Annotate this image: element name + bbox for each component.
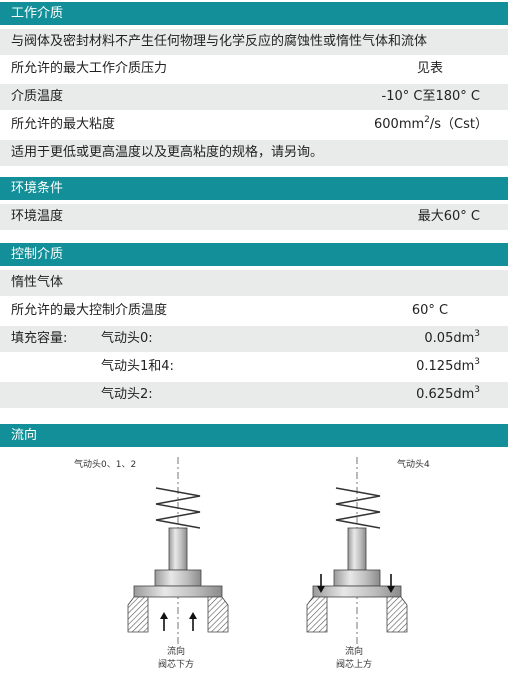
left-up-arrow-icon [189,612,197,631]
right-down-arrow-icon [317,574,325,593]
section-header-control-media: 控制介质 [0,243,508,266]
fill-volume-row-0: 填充容量: 气动头0: 0.05dm3 [0,326,508,352]
left-disc [154,569,202,587]
section-header-environment: 环境条件 [0,177,508,200]
head-name: 气动头2: [101,387,153,402]
fill-volume-row-1: 气动头1和4: 0.125dm3 [0,354,508,380]
right-diagram-caption: 气动头4 [397,460,430,470]
head-fill-value: 0.05dm3 [424,329,480,347]
max-pressure-label: 所允许的最大工作介质压力 [11,61,168,76]
control-max-temp-value: 60° C [411,303,449,318]
left-flow-label: 流向 [167,647,186,657]
control-medium-row: 惰性气体 [0,270,508,296]
right-seat-plate [312,585,402,598]
max-pressure-row: 所允许的最大工作介质压力 见表 [0,56,508,82]
ambient-temp-label: 环境温度 [11,209,64,224]
media-temp-label: 介质温度 [11,89,64,104]
section-header-flow-direction: 流向 [0,424,508,447]
ambient-temp-value: 最大60° C [417,209,480,224]
max-pressure-value: 见表 [416,61,443,76]
media-temp-row: 介质温度 -10° C至180° C [0,84,508,110]
fill-volume-row-2: 气动头2: 0.625dm3 [0,382,508,408]
left-diagram-caption: 气动头0、1、2 [74,460,137,470]
left-seat-plate [133,585,223,598]
right-flow-label: 流向 [345,647,364,657]
media-temp-value: -10° C至180° C [381,89,480,104]
right-down-arrow-icon [387,574,395,593]
left-body-left [127,596,149,633]
left-spring-icon [155,487,201,529]
left-body-right [207,596,229,633]
max-viscosity-row: 所允许的最大粘度 600mm2/s（Cst） [0,112,508,138]
control-medium-text: 惰性气体 [11,275,64,290]
media-compat-row: 与阀体及密封材料不产生任何物理与化学反应的腐蚀性或惰性气体和流体 [0,29,508,55]
head-name: 气动头1和4: [101,359,174,374]
control-max-temp-row: 所允许的最大控制介质温度 60° C [0,298,508,324]
control-max-temp-label: 所允许的最大控制介质温度 [11,303,168,318]
max-viscosity-label: 所允许的最大粘度 [11,117,116,132]
left-valve-diagram [127,457,229,648]
head-fill-value: 0.625dm3 [416,385,480,403]
left-flow-sublabel: 阀芯下方 [158,660,195,670]
head-fill-value: 0.125dm3 [416,357,480,375]
section-header-working-media: 工作介质 [0,2,508,25]
right-body-left [306,596,328,633]
right-disc [333,569,381,587]
right-body-right [386,596,408,633]
right-spring-icon [335,487,381,529]
right-stem [347,527,367,571]
right-flow-sublabel: 阀芯上方 [336,660,373,670]
left-stem [168,527,188,571]
ambient-temp-row: 环境温度 最大60° C [0,204,508,230]
left-up-arrow-icon [160,612,168,631]
media-note-text: 适用于更低或更高温度以及更高粘度的规格，请另询。 [11,145,324,160]
head-name: 气动头0: [101,331,153,346]
max-viscosity-value: 600mm2/s（Cst） [374,115,488,133]
media-note-row: 适用于更低或更高温度以及更高粘度的规格，请另询。 [0,140,508,166]
right-valve-diagram [306,457,408,648]
fill-volume-label: 填充容量: [11,331,68,346]
media-compat-text: 与阀体及密封材料不产生任何物理与化学反应的腐蚀性或惰性气体和流体 [11,34,428,49]
